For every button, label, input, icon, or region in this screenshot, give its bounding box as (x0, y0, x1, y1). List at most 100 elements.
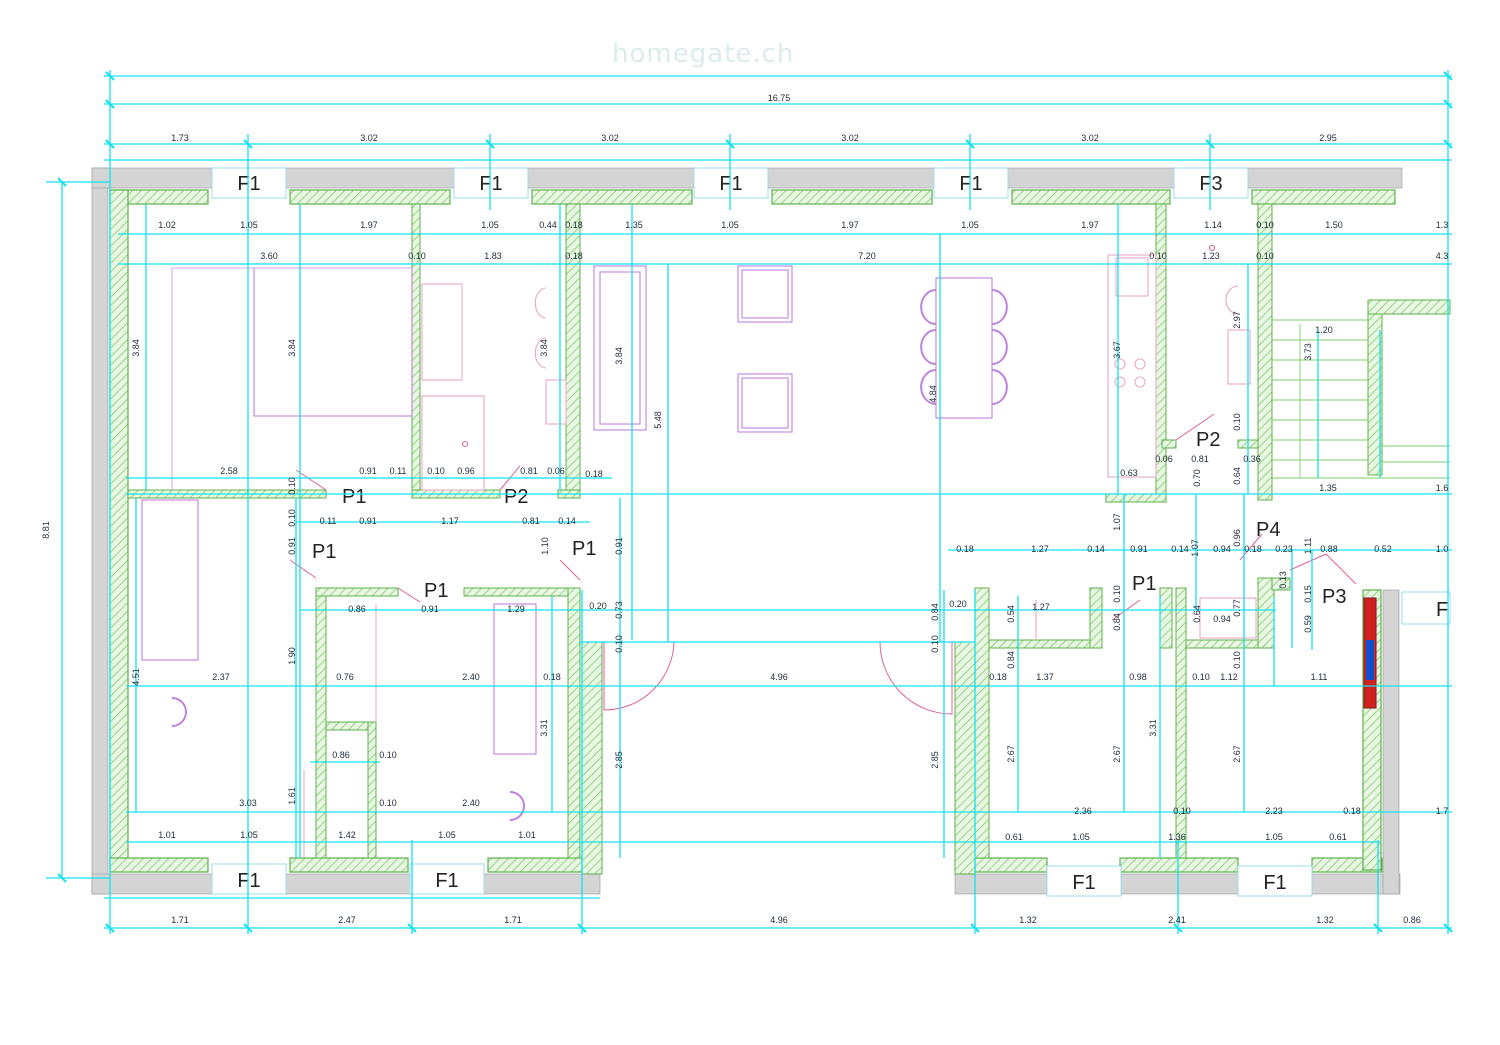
dim-label: 0.10 (614, 635, 624, 653)
dim-label: 1.05 (438, 830, 456, 840)
dim-label: 1.90 (287, 647, 297, 665)
dimension-ticks (57, 71, 1453, 933)
dim-label: 0.10 (1112, 585, 1122, 603)
window-bottom-4: F1 (1237, 865, 1313, 897)
dim-label: 0.18 (565, 251, 583, 261)
interior-walls (127, 203, 1451, 875)
dim-label: 3.84 (287, 339, 297, 357)
dim-label: 1.14 (1204, 220, 1222, 230)
dim-label: 0.86 (348, 604, 366, 614)
dim-label: 3.84 (614, 347, 624, 365)
dim-label: 0.64 (1192, 605, 1202, 623)
svg-text:F1: F1 (1072, 872, 1095, 894)
dim-label: 0.10 (1232, 651, 1242, 669)
insulation (91, 167, 1403, 895)
dim-label: 0.11 (390, 466, 407, 476)
dim-label: 1.83 (484, 251, 502, 261)
dim-label: 1.36 (1168, 832, 1186, 842)
dim-label: 0.94 (1213, 544, 1231, 554)
dim-label: 0.10 (427, 466, 445, 476)
dim-label: 0.18 (956, 544, 974, 554)
dim-label: 1.97 (1081, 220, 1099, 230)
dim-label: 1.05 (961, 220, 979, 230)
dim-top: 1.73 (171, 133, 189, 143)
dim-label: 0.14 (1171, 544, 1189, 554)
dim-label: 1.11 (1303, 538, 1313, 555)
dim-top: 3.02 (360, 133, 378, 143)
dim-label: 0.77 (1232, 599, 1242, 617)
svg-text:F1: F1 (719, 173, 742, 195)
dim-label: 0.91 (614, 537, 624, 555)
dim-label: 2.37 (212, 672, 230, 682)
dim-label: 0.36 (1243, 454, 1261, 464)
dim-label: 1.29 (507, 604, 525, 614)
dim-label: 4.3 (1436, 251, 1449, 261)
dim-label: 0.06 (1155, 454, 1173, 464)
dim-label: 0.10 (1232, 413, 1242, 431)
dim-top: 3.02 (841, 133, 859, 143)
dim-label: 2.36 (1074, 806, 1092, 816)
dim-label: 1.05 (481, 220, 499, 230)
svg-text:F1: F1 (237, 870, 260, 892)
dim-label: 0.94 (1213, 614, 1231, 624)
window-top-3: F1 (693, 167, 769, 199)
dim-label: 0.91 (287, 537, 297, 555)
dim-label: 0.91 (359, 516, 377, 526)
dim-label: 1.0 (1436, 544, 1449, 554)
dim-label: 2.85 (614, 751, 624, 769)
window-top-4: F1 (933, 167, 1009, 199)
dim-label: 0.15 (1303, 585, 1313, 603)
windows: F1 F1 F1 F1 F3 F1 F1 F1 (211, 167, 1451, 897)
dim-label: 0.10 (287, 509, 297, 527)
dim-label: 0.10 (1256, 220, 1274, 230)
dim-label: 0.18 (1343, 806, 1361, 816)
dim-label: 4.96 (770, 672, 788, 682)
dim-label: 3.67 (1112, 341, 1122, 359)
dim-label: 1.7 (1436, 806, 1449, 816)
dim-label: 1.05 (240, 220, 258, 230)
dim-label: 0.91 (421, 604, 439, 614)
door-label: P1 (572, 538, 596, 560)
dim-top: 3.02 (601, 133, 619, 143)
dim-label: 0.20 (589, 601, 607, 611)
svg-text:F1: F1 (1263, 872, 1286, 894)
dimension-lines (46, 70, 1452, 934)
dim-label: 1.05 (240, 830, 258, 840)
dim-label: 0.81 (520, 466, 538, 476)
dim-label: 0.10 (287, 477, 297, 495)
dim-label: 1.35 (625, 220, 643, 230)
dim-label: 1.11 (1311, 672, 1328, 682)
dim-top: 2.95 (1319, 133, 1337, 143)
dim-label: 0.18 (989, 672, 1007, 682)
dim-label: 1.07 (1190, 539, 1200, 557)
dim-label: 0.10 (408, 251, 426, 261)
dim-label: 0.76 (336, 672, 354, 682)
dim-overall-width: 16.75 (768, 93, 791, 103)
dim-label: 0.18 (585, 469, 603, 479)
outer-walls (109, 189, 1396, 873)
window-top-5: F3 (1173, 167, 1249, 199)
dim-label: 4.51 (131, 668, 141, 686)
svg-text:F3: F3 (1199, 173, 1222, 195)
dim-label: 3.84 (539, 339, 549, 357)
svg-text:F1: F1 (435, 870, 458, 892)
dim-bottom: 2.41 (1168, 915, 1186, 925)
dim-label: 2.40 (462, 798, 480, 808)
dim-label: 0.91 (1130, 544, 1148, 554)
dim-label: 1.3 (1436, 220, 1449, 230)
dim-label: 1.27 (1031, 544, 1049, 554)
dim-label: 1.42 (338, 830, 356, 840)
dim-bottom: 2.47 (338, 915, 356, 925)
dim-bottom: 0.86 (1403, 915, 1421, 925)
dim-label: 0.88 (1320, 544, 1338, 554)
window-bottom-1: F1 (211, 863, 287, 895)
watermark: homegate.ch (612, 39, 794, 69)
dim-label: 0.52 (1374, 544, 1392, 554)
dim-label: 0.18 (543, 672, 561, 682)
dim-label: 1.01 (158, 830, 176, 840)
svg-text:F1: F1 (237, 173, 260, 195)
door-label: P1 (424, 580, 448, 602)
dim-label: 0.54 (1006, 605, 1016, 623)
dim-label: 2.97 (1232, 311, 1242, 329)
